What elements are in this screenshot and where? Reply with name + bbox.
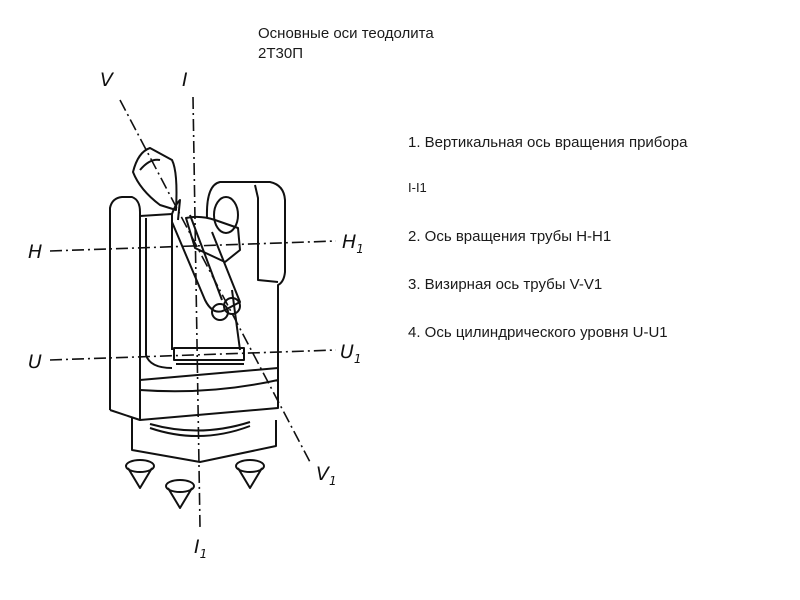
foot-screws <box>125 459 265 509</box>
slide-title: Основные оси теодолита 2Т30П <box>258 24 434 64</box>
list-item: 2. Ось вращения трубы H-H1 <box>408 228 612 245</box>
label-V: V <box>100 69 115 91</box>
alidade-base <box>109 367 279 421</box>
level-vial <box>173 347 245 365</box>
title-line-2: 2Т30П <box>258 45 303 62</box>
axes <box>49 96 337 528</box>
list-item: 4. Ось цилиндрического уровня U-U1 <box>408 324 668 341</box>
telescope <box>132 147 241 321</box>
label-H: H <box>28 241 42 263</box>
axis-V-V1 <box>119 99 311 463</box>
label-I: I <box>182 69 188 91</box>
list-item: I-I1 <box>408 180 427 195</box>
label-U: U <box>28 351 42 373</box>
title-line-1: Основные оси теодолита <box>258 25 434 42</box>
list-item: 3. Визирная ось трубы V-V1 <box>408 276 603 293</box>
left-standard <box>109 196 181 420</box>
list-item: 1. Вертикальная ось вращения прибора <box>408 134 688 151</box>
label-V1: V1 <box>316 463 337 488</box>
label-H1: H1 <box>342 231 364 256</box>
axis-H-H1 <box>49 240 337 252</box>
axis-U-U1 <box>49 349 337 361</box>
right-standard <box>185 181 286 380</box>
label-U1: U1 <box>340 341 362 366</box>
label-I1: I1 <box>194 536 207 561</box>
axis-I-I1 <box>192 96 201 528</box>
tribrach <box>131 418 277 463</box>
